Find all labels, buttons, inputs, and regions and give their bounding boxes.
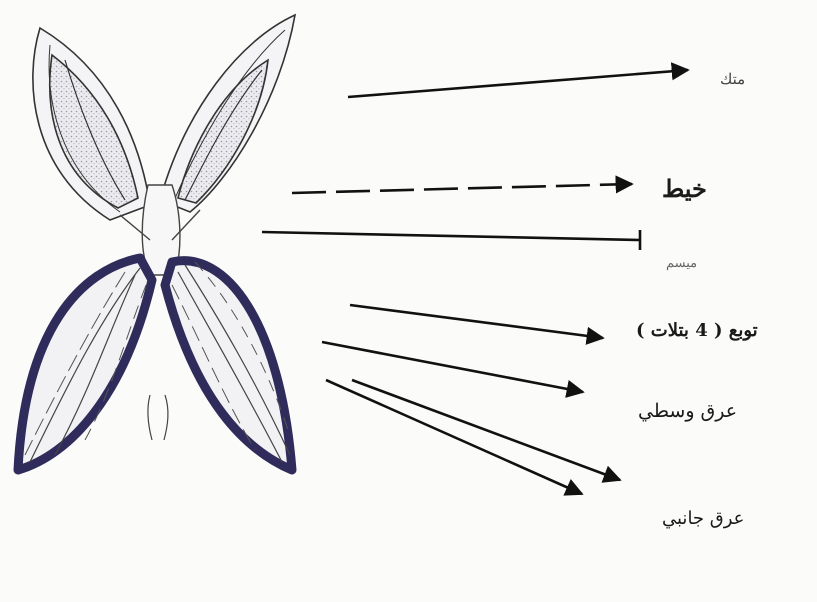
upper-right-tepal xyxy=(160,15,295,212)
arrow-lateral-1 xyxy=(352,380,620,480)
label-midrib: عرق وسطي xyxy=(638,400,737,422)
label-lateral-vein: عرق جانبي xyxy=(662,508,744,529)
label-tepals: توبع ( 4 بتلات ) xyxy=(636,320,758,341)
arrow-anther xyxy=(348,70,688,97)
label-stigma: ميسم xyxy=(666,256,697,271)
arrow-lateral-2 xyxy=(326,380,582,494)
arrow-filament xyxy=(292,184,632,193)
lower-left-tepal xyxy=(18,258,152,470)
upper-left-tepal xyxy=(33,28,150,220)
lower-right-tepal xyxy=(165,261,292,470)
label-anther: متك xyxy=(720,70,745,88)
arrow-tepals xyxy=(350,305,603,338)
arrow-stigma xyxy=(262,230,640,250)
label-filament: خيط xyxy=(662,174,707,203)
pointer-arrows xyxy=(262,70,688,494)
